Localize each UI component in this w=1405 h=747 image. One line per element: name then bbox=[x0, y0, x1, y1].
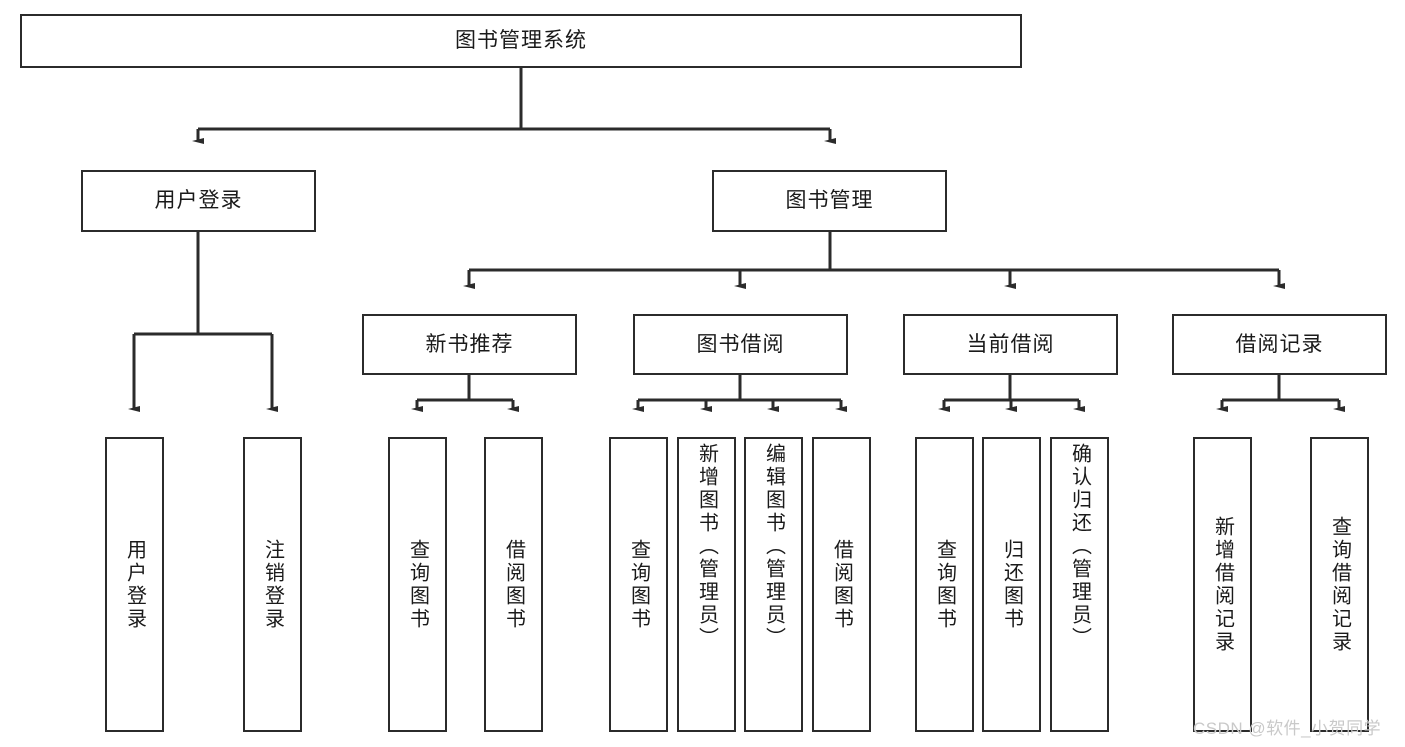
node-leaf-logout-login-label: 注销登录 bbox=[261, 538, 284, 631]
node-leaf-borrow-books-2[interactable]: 借阅图书 bbox=[812, 437, 871, 732]
csdn-watermark: CSDN @软件_小贺同学 bbox=[1193, 719, 1382, 738]
node-leaf-add-book-admin[interactable]: 新增图书（管理员） bbox=[677, 437, 736, 732]
node-leaf-confirm-return-admin-label: 确认归还（管理员） bbox=[1068, 443, 1091, 650]
node-book-borrow[interactable]: 图书借阅 bbox=[633, 314, 848, 375]
node-book-management-label: 图书管理 bbox=[785, 189, 874, 213]
node-user-login-label: 用户登录 bbox=[154, 189, 243, 213]
node-current-borrow-label: 当前借阅 bbox=[966, 332, 1055, 356]
node-leaf-borrow-books-2-label: 借阅图书 bbox=[830, 538, 853, 631]
node-root-label: 图书管理系统 bbox=[455, 29, 587, 53]
node-leaf-query-borrow-record-label: 查询借阅记录 bbox=[1328, 515, 1351, 654]
node-leaf-query-books-2-label: 查询图书 bbox=[627, 538, 650, 631]
node-new-book-recommend[interactable]: 新书推荐 bbox=[362, 314, 577, 375]
node-leaf-query-borrow-record[interactable]: 查询借阅记录 bbox=[1310, 437, 1369, 732]
node-leaf-edit-book-admin-label: 编辑图书（管理员） bbox=[762, 443, 785, 650]
node-leaf-confirm-return-admin[interactable]: 确认归还（管理员） bbox=[1050, 437, 1109, 732]
node-leaf-borrow-books-1-label: 借阅图书 bbox=[502, 538, 525, 631]
node-leaf-query-books-2[interactable]: 查询图书 bbox=[609, 437, 668, 732]
node-leaf-add-book-admin-label: 新增图书（管理员） bbox=[695, 443, 718, 650]
node-leaf-logout-login[interactable]: 注销登录 bbox=[243, 437, 302, 732]
node-borrow-record[interactable]: 借阅记录 bbox=[1172, 314, 1387, 375]
node-leaf-edit-book-admin[interactable]: 编辑图书（管理员） bbox=[744, 437, 803, 732]
node-leaf-borrow-books-1[interactable]: 借阅图书 bbox=[484, 437, 543, 732]
node-leaf-query-books-1[interactable]: 查询图书 bbox=[388, 437, 447, 732]
node-book-borrow-label: 图书借阅 bbox=[696, 332, 785, 356]
node-current-borrow[interactable]: 当前借阅 bbox=[903, 314, 1118, 375]
node-root[interactable]: 图书管理系统 bbox=[20, 14, 1022, 68]
node-leaf-add-borrow-record[interactable]: 新增借阅记录 bbox=[1193, 437, 1252, 732]
node-leaf-query-books-1-label: 查询图书 bbox=[406, 538, 429, 631]
node-borrow-record-label: 借阅记录 bbox=[1235, 332, 1324, 356]
node-user-login[interactable]: 用户登录 bbox=[81, 170, 316, 232]
node-leaf-user-login[interactable]: 用户登录 bbox=[105, 437, 164, 732]
node-leaf-query-books-3-label: 查询图书 bbox=[933, 538, 956, 631]
node-book-management[interactable]: 图书管理 bbox=[712, 170, 947, 232]
node-leaf-return-books-label: 归还图书 bbox=[1000, 538, 1023, 631]
node-new-book-recommend-label: 新书推荐 bbox=[425, 332, 514, 356]
node-leaf-user-login-label: 用户登录 bbox=[123, 538, 146, 631]
node-leaf-return-books[interactable]: 归还图书 bbox=[982, 437, 1041, 732]
node-leaf-add-borrow-record-label: 新增借阅记录 bbox=[1211, 515, 1234, 654]
node-leaf-query-books-3[interactable]: 查询图书 bbox=[915, 437, 974, 732]
